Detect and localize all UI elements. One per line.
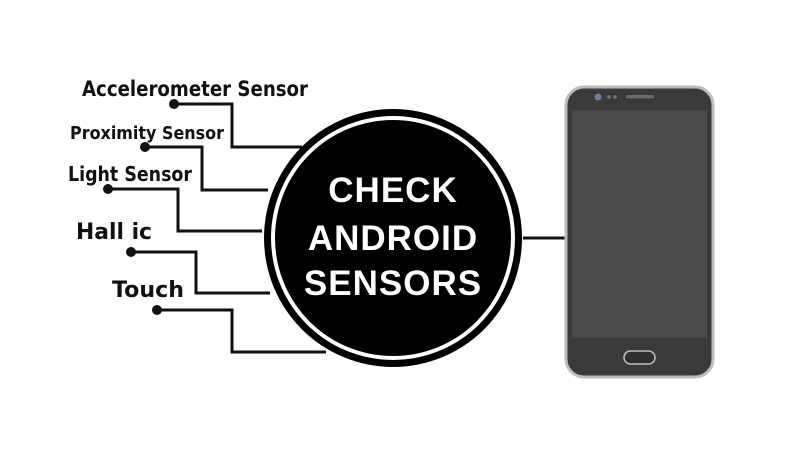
- label-hall: Hall ic: [76, 220, 152, 245]
- phone-camera: [594, 93, 602, 101]
- connector-dots: [103, 99, 179, 315]
- connector-touch: [157, 308, 326, 354]
- center-circle-ring: [271, 116, 515, 360]
- label-light: Light Sensor: [68, 162, 192, 186]
- phone-home-button: [623, 350, 656, 365]
- phone-sensor-dot-2: [613, 95, 617, 99]
- phone-sensor-dot-1: [607, 95, 611, 99]
- dot-proximity: [140, 142, 150, 152]
- connector-light: [108, 187, 262, 233]
- connector-lines: [108, 102, 568, 354]
- label-proximity: Proximity Sensor: [70, 123, 224, 144]
- title-line-1: CHECK: [328, 171, 457, 210]
- phone-speaker: [626, 95, 654, 99]
- dot-touch: [152, 305, 162, 315]
- phone-screen: [572, 110, 707, 338]
- label-accelerometer: Accelerometer Sensor: [82, 77, 309, 101]
- label-touch: Touch: [112, 278, 184, 303]
- smartphone-icon: [564, 85, 715, 379]
- connector-accelerometer: [174, 102, 302, 149]
- center-circle: [264, 109, 522, 367]
- title-line-2: ANDROID: [308, 219, 478, 258]
- dot-accelerometer: [169, 99, 179, 109]
- title-line-3: SENSORS: [304, 264, 482, 303]
- center-badge: CHECK ANDROID SENSORS: [264, 109, 522, 367]
- dot-light: [103, 184, 113, 194]
- connector-hall: [131, 250, 270, 295]
- connector-proximity: [145, 145, 268, 192]
- dot-hall: [126, 247, 136, 257]
